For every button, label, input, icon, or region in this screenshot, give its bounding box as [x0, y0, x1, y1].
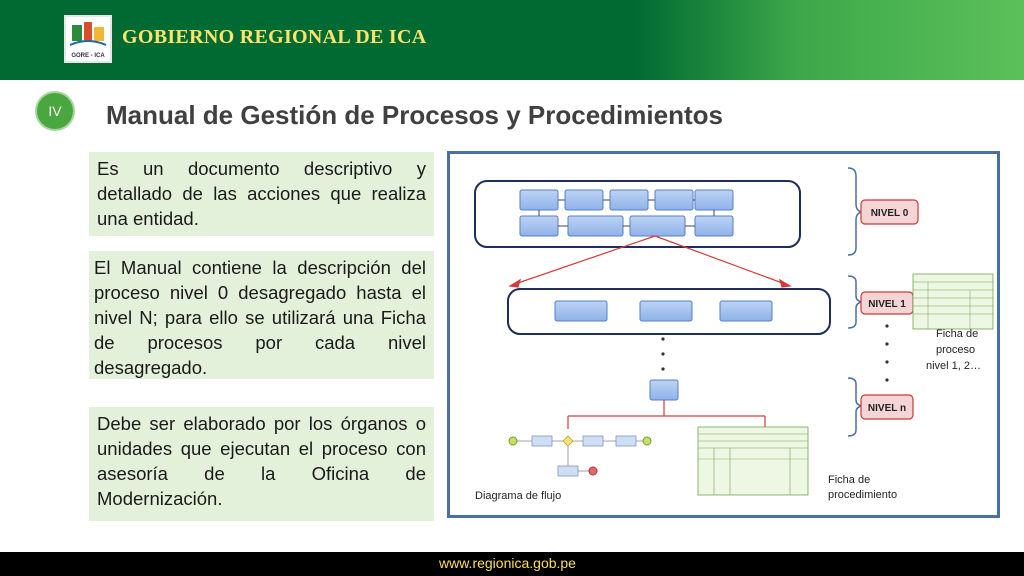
- red-bracket-to-flow: [567, 400, 766, 429]
- level-label-0: NIVEL 0: [860, 199, 919, 225]
- process-levels-diagram: Diagrama de flujo Ficha de procedimiento…: [447, 151, 1000, 518]
- section-number-badge: IV: [37, 93, 73, 129]
- flow-diagram-label: Diagrama de flujo: [475, 490, 561, 502]
- diagram-canvas: Diagrama de flujo Ficha de procedimiento…: [474, 167, 994, 502]
- vertical-ellipsis-right: [885, 324, 889, 382]
- mini-flow-diagram: [508, 435, 652, 477]
- svg-text:NIVEL 1: NIVEL 1: [868, 299, 906, 310]
- page-title: Manual de Gestión de Procesos y Procedim…: [106, 100, 723, 130]
- organization-name: GOBIERNO REGIONAL DE ICA: [122, 26, 427, 48]
- svg-text:NIVEL 0: NIVEL 0: [871, 208, 909, 219]
- process-sheet-thumbnail: [912, 273, 994, 330]
- procedure-sheet-thumbnail: [697, 426, 809, 496]
- process-sheet-label: Ficha de proceso nivel 1, 2…: [926, 328, 981, 372]
- header-bar: GORE - ICA GOBIERNO REGIONAL DE ICA: [0, 0, 1024, 80]
- description-box-1: Es un documento descriptivo y detallado …: [89, 152, 434, 236]
- website-link[interactable]: www.regionica.gob.pe: [439, 555, 576, 571]
- description-box-2: El Manual contiene la descripción del pr…: [89, 251, 434, 379]
- footer-bar: www.regionica.gob.pe: [0, 552, 1024, 576]
- gore-ica-logo: GORE - ICA: [64, 15, 112, 63]
- procedure-sheet-label: Ficha de procedimiento: [828, 474, 897, 501]
- level-brackets: [847, 167, 863, 437]
- level-n-process-box: [649, 379, 679, 401]
- svg-text:NIVEL n: NIVEL n: [868, 403, 906, 414]
- description-box-3: Debe ser elaborado por los órganos o uni…: [89, 407, 434, 521]
- logo-emblem-icon: [69, 22, 107, 46]
- level-label-n: NIVEL n: [860, 394, 914, 420]
- vertical-ellipsis-left: [661, 337, 665, 371]
- level1-process-boxes: [554, 300, 773, 322]
- level-label-1: NIVEL 1: [860, 291, 914, 315]
- logo-label: GORE - ICA: [71, 53, 105, 59]
- red-expansion-arrows: [508, 235, 792, 288]
- level0-connectors: [538, 199, 715, 227]
